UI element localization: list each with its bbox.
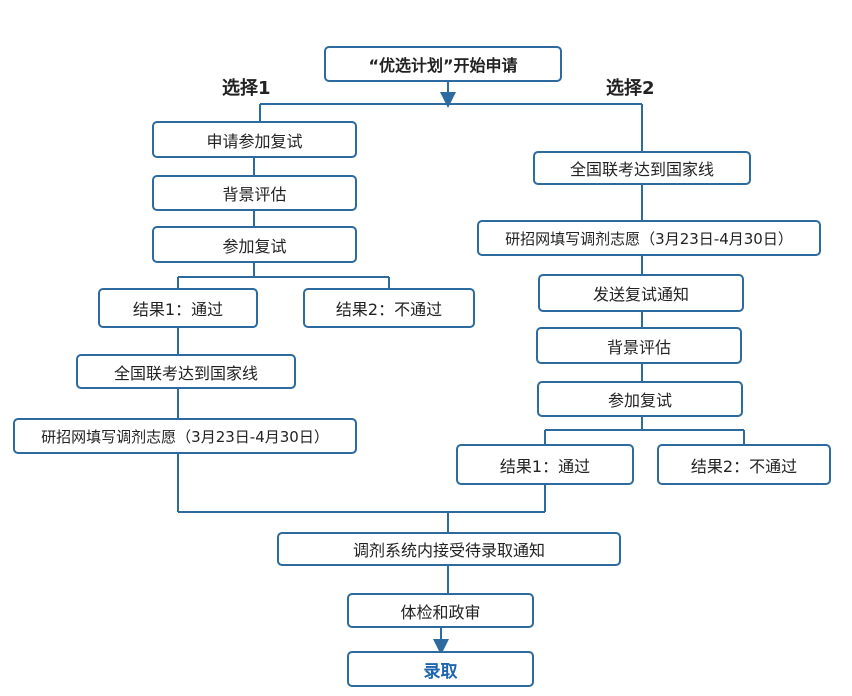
c2-result-fail-box: 结果2：不通过 — [657, 444, 831, 485]
c2-national-line-box: 全国联考达到国家线 — [533, 151, 751, 185]
c1-background-eval-box: 背景评估 — [152, 175, 357, 211]
start-box: “优选计划”开始申请 — [324, 46, 562, 82]
physical-political-label: 体检和政审 — [400, 602, 481, 622]
accept-notice-label: 调剂系统内接受待录取通知 — [352, 541, 545, 560]
c1-result-fail-box: 结果2：不通过 — [303, 288, 475, 328]
c2-attend-retest-label: 参加复试 — [607, 391, 672, 410]
c2-national-line-label: 全国联考达到国家线 — [569, 160, 714, 179]
c1-national-line-label: 全国联考达到国家线 — [113, 363, 258, 383]
c1-attend-retest-box: 参加复试 — [152, 226, 357, 263]
c1-fill-adjustment-box: 研招网填写调剂志愿（3月23日-4月30日） — [13, 418, 357, 454]
c1-attend-retest-label: 参加复试 — [222, 236, 287, 256]
c1-national-line-box: 全国联考达到国家线 — [76, 354, 296, 389]
choice1-label: 选择1 — [222, 78, 271, 99]
c2-result-pass-label: 结果1：通过 — [499, 456, 591, 476]
start-label: “优选计划”开始申请 — [368, 56, 518, 75]
c2-fill-adjustment-box: 研招网填写调剂志愿（3月23日-4月30日） — [477, 220, 821, 256]
admitted-box: 录取 — [347, 651, 534, 687]
c1-result-pass-label: 结果1：通过 — [132, 300, 224, 319]
c1-fill-adjustment-label: 研招网填写调剂志愿（3月23日-4月30日） — [41, 427, 329, 446]
c2-background-eval-box: 背景评估 — [536, 327, 742, 364]
c2-background-eval-label: 背景评估 — [606, 337, 671, 357]
c1-apply-retest-box: 申请参加复试 — [152, 121, 357, 158]
c1-apply-retest-label: 申请参加复试 — [206, 131, 303, 151]
c2-attend-retest-box: 参加复试 — [537, 381, 743, 417]
c2-result-pass-box: 结果1：通过 — [456, 444, 634, 485]
c2-result-fail-label: 结果2：不通过 — [690, 456, 798, 476]
choice2-label: 选择2 — [606, 78, 655, 99]
c1-result-fail-label: 结果2：不通过 — [335, 300, 443, 319]
c2-fill-adjustment-label: 研招网填写调剂志愿（3月23日-4月30日） — [505, 229, 793, 248]
c2-send-notice-box: 发送复试通知 — [538, 274, 744, 312]
c1-result-pass-box: 结果1：通过 — [98, 288, 258, 328]
admitted-label: 录取 — [423, 661, 458, 682]
accept-notice-box: 调剂系统内接受待录取通知 — [277, 532, 621, 566]
physical-political-box: 体检和政审 — [347, 593, 534, 628]
c2-send-notice-label: 发送复试通知 — [592, 285, 689, 304]
c1-background-eval-label: 背景评估 — [222, 185, 287, 204]
